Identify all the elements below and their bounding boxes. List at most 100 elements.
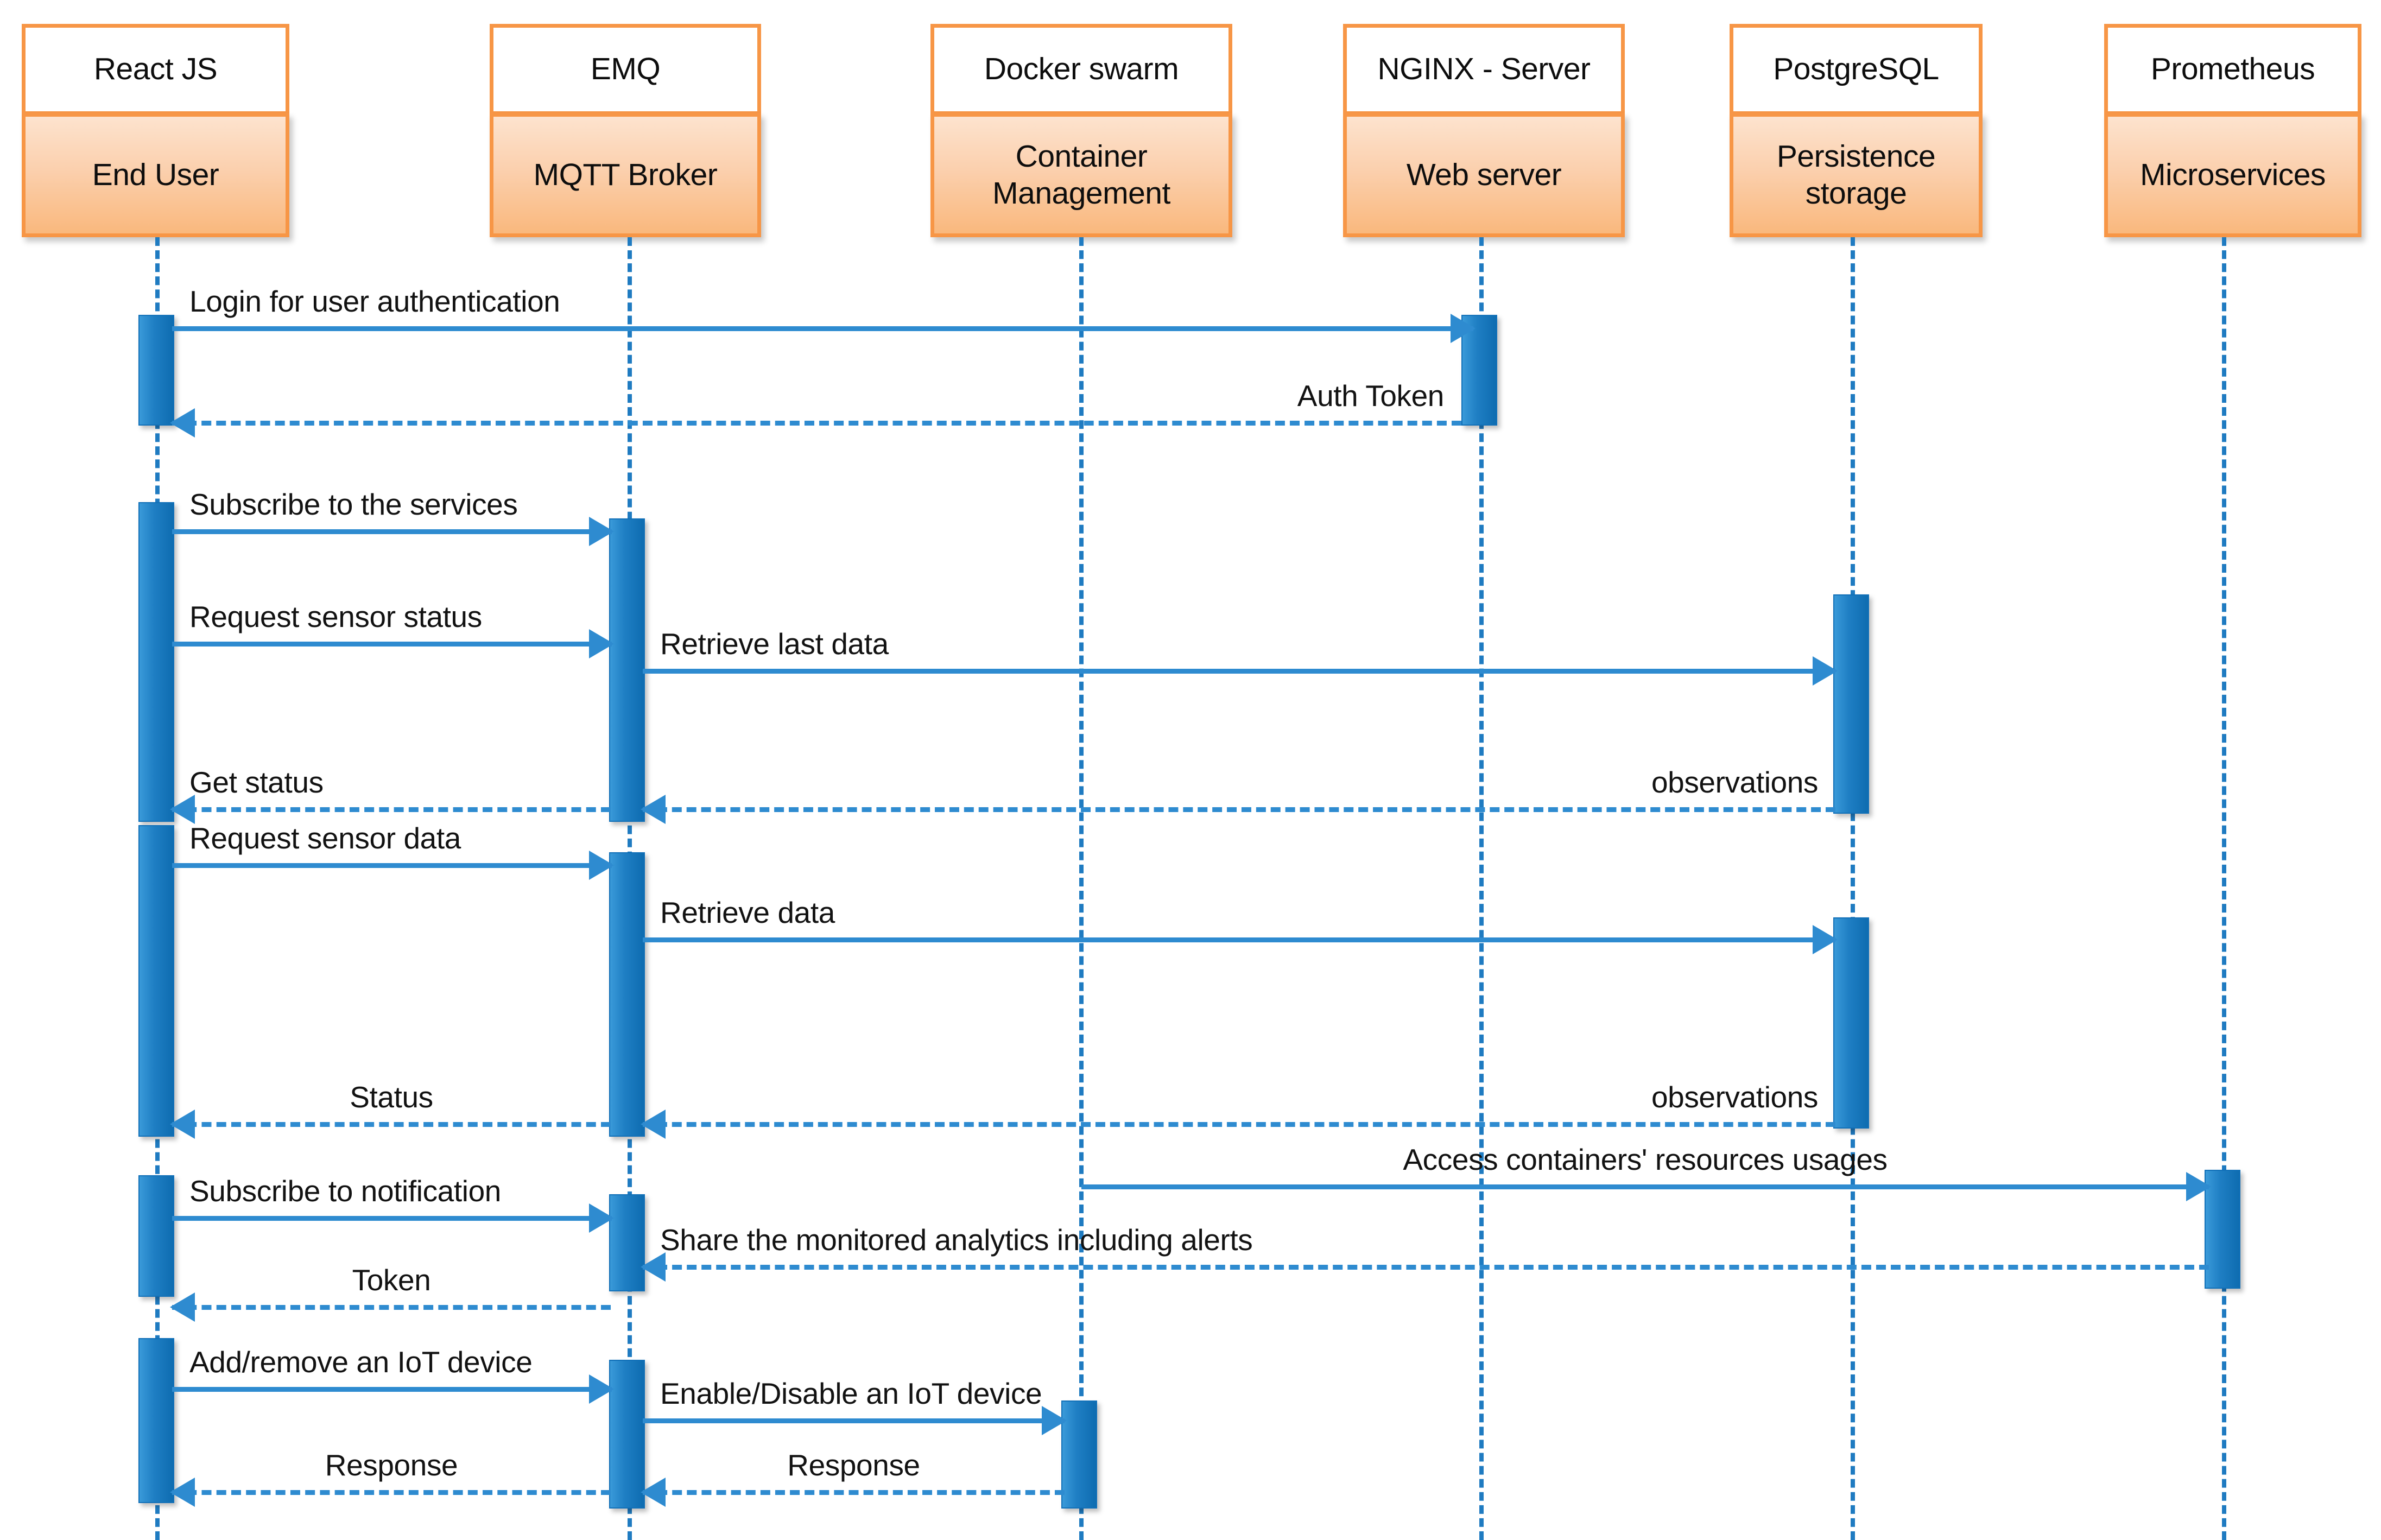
arrowhead-left-icon <box>641 1110 666 1139</box>
message-label: Request sensor data <box>189 821 461 855</box>
message-label: Retrieve data <box>660 896 835 929</box>
message-shaft <box>643 1122 1835 1127</box>
message-label: Auth Token <box>1297 379 1445 413</box>
participant-prometheus-role: Microservices <box>2140 157 2326 192</box>
message-shaft <box>643 937 1835 942</box>
arrowhead-right-icon <box>589 1203 614 1233</box>
arrowhead-left-icon <box>170 1292 195 1322</box>
participant-enduser-role: End User <box>92 157 219 192</box>
activation-prometheus-1 <box>2205 1170 2240 1289</box>
message-shaft <box>172 1122 611 1127</box>
message-shaft <box>172 326 1473 331</box>
message-label: Response <box>787 1448 920 1482</box>
arrowhead-right-icon <box>589 851 614 880</box>
participant-nginx-technology: NGINX - Server <box>1377 52 1591 87</box>
participant-nginx-role-box: Web server <box>1343 113 1625 237</box>
arrowhead-left-icon <box>170 795 195 824</box>
message-shaft <box>172 1305 611 1310</box>
activation-enduser-2 <box>138 502 174 822</box>
lifeline-docker <box>1079 237 1084 1540</box>
arrowhead-left-icon <box>170 1478 195 1507</box>
activation-broker-2 <box>609 852 645 1137</box>
message-shaft <box>643 807 1835 812</box>
arrowhead-right-icon <box>1042 1406 1067 1435</box>
activation-broker-3 <box>609 1194 645 1291</box>
message-label: Share the monitored analytics including … <box>660 1223 1253 1257</box>
arrowhead-right-icon <box>1813 656 1838 686</box>
arrowhead-left-icon <box>170 408 195 438</box>
message-shaft <box>172 421 1461 426</box>
arrowhead-right-icon <box>589 629 614 658</box>
participant-prometheus-role-box: Microservices <box>2104 113 2361 237</box>
message-shaft <box>172 1216 612 1221</box>
message-label: Retrieve last data <box>660 627 889 661</box>
message-shaft <box>172 642 612 647</box>
participant-nginx-technology-box: NGINX - Server <box>1343 24 1625 115</box>
participant-enduser-role-box: End User <box>22 113 289 237</box>
participant-prometheus-technology: Prometheus <box>2150 52 2315 87</box>
arrowhead-right-icon <box>589 1374 614 1404</box>
message-shaft <box>1081 1184 2209 1189</box>
participant-docker[interactable]: Docker swarm Container Management <box>930 24 1232 237</box>
message-shaft <box>643 1265 2209 1270</box>
message-label: Status <box>350 1080 433 1114</box>
lifeline-nginx <box>1479 237 1484 1540</box>
participant-docker-technology: Docker swarm <box>984 52 1179 87</box>
participant-docker-role: Container Management <box>992 139 1170 211</box>
message-label: Response <box>325 1448 458 1482</box>
message-label: Subscribe to the services <box>189 487 518 521</box>
arrowhead-left-icon <box>641 795 666 824</box>
participant-broker-technology: EMQ <box>590 52 661 87</box>
participant-docker-role-box: Container Management <box>930 113 1232 237</box>
participant-prometheus[interactable]: Prometheus Microservices <box>2104 24 2361 237</box>
message-shaft <box>172 807 611 812</box>
activation-enduser-3 <box>138 825 174 1137</box>
arrowhead-left-icon <box>170 1110 195 1139</box>
message-shaft <box>172 1490 611 1495</box>
activation-postgres-2 <box>1833 917 1869 1129</box>
message-label: Subscribe to notification <box>189 1174 501 1208</box>
activation-enduser-4 <box>138 1175 174 1297</box>
arrowhead-right-icon <box>1813 925 1838 954</box>
participant-broker-technology-box: EMQ <box>490 24 761 115</box>
participant-postgres-technology: PostgreSQL <box>1773 52 1939 87</box>
participant-prometheus-technology-box: Prometheus <box>2104 24 2361 115</box>
message-label: Token <box>352 1263 431 1297</box>
participant-enduser-technology: React JS <box>93 52 218 87</box>
participant-broker-role-box: MQTT Broker <box>490 113 761 237</box>
arrowhead-right-icon <box>2186 1172 2211 1201</box>
activation-postgres-1 <box>1833 594 1869 814</box>
activation-docker-1 <box>1061 1400 1097 1509</box>
participant-nginx-role: Web server <box>1406 157 1562 192</box>
arrowhead-left-icon <box>641 1252 666 1282</box>
participant-nginx[interactable]: NGINX - Server Web server <box>1343 24 1625 237</box>
lifeline-prometheus <box>2222 237 2226 1540</box>
message-label: Request sensor status <box>189 600 482 633</box>
message-shaft <box>172 529 612 534</box>
message-shaft <box>172 1387 612 1392</box>
message-label: Add/remove an IoT device <box>189 1345 533 1379</box>
activation-enduser-5 <box>138 1338 174 1503</box>
activation-enduser-1 <box>138 315 174 426</box>
lifeline-postgres <box>1851 237 1855 1540</box>
message-shaft <box>643 1490 1065 1495</box>
message-label: Access containers' resources usages <box>1403 1143 1888 1176</box>
participant-docker-technology-box: Docker swarm <box>930 24 1232 115</box>
message-shaft <box>172 863 612 868</box>
message-shaft <box>643 669 1835 674</box>
message-label: Get status <box>189 765 324 799</box>
message-label: observations <box>1651 765 1818 799</box>
participant-postgres[interactable]: PostgreSQL Persistence storage <box>1730 24 1983 237</box>
message-label: Enable/Disable an IoT device <box>660 1377 1042 1410</box>
participant-broker-role: MQTT Broker <box>533 157 718 192</box>
arrowhead-right-icon <box>1451 314 1476 343</box>
activation-broker-4 <box>609 1360 645 1509</box>
participant-enduser[interactable]: React JS End User <box>22 24 289 237</box>
arrowhead-left-icon <box>641 1478 666 1507</box>
participant-enduser-technology-box: React JS <box>22 24 289 115</box>
arrowhead-right-icon <box>589 517 614 546</box>
participant-broker[interactable]: EMQ MQTT Broker <box>490 24 761 237</box>
participant-postgres-role-box: Persistence storage <box>1730 113 1983 237</box>
message-shaft <box>643 1418 1065 1423</box>
